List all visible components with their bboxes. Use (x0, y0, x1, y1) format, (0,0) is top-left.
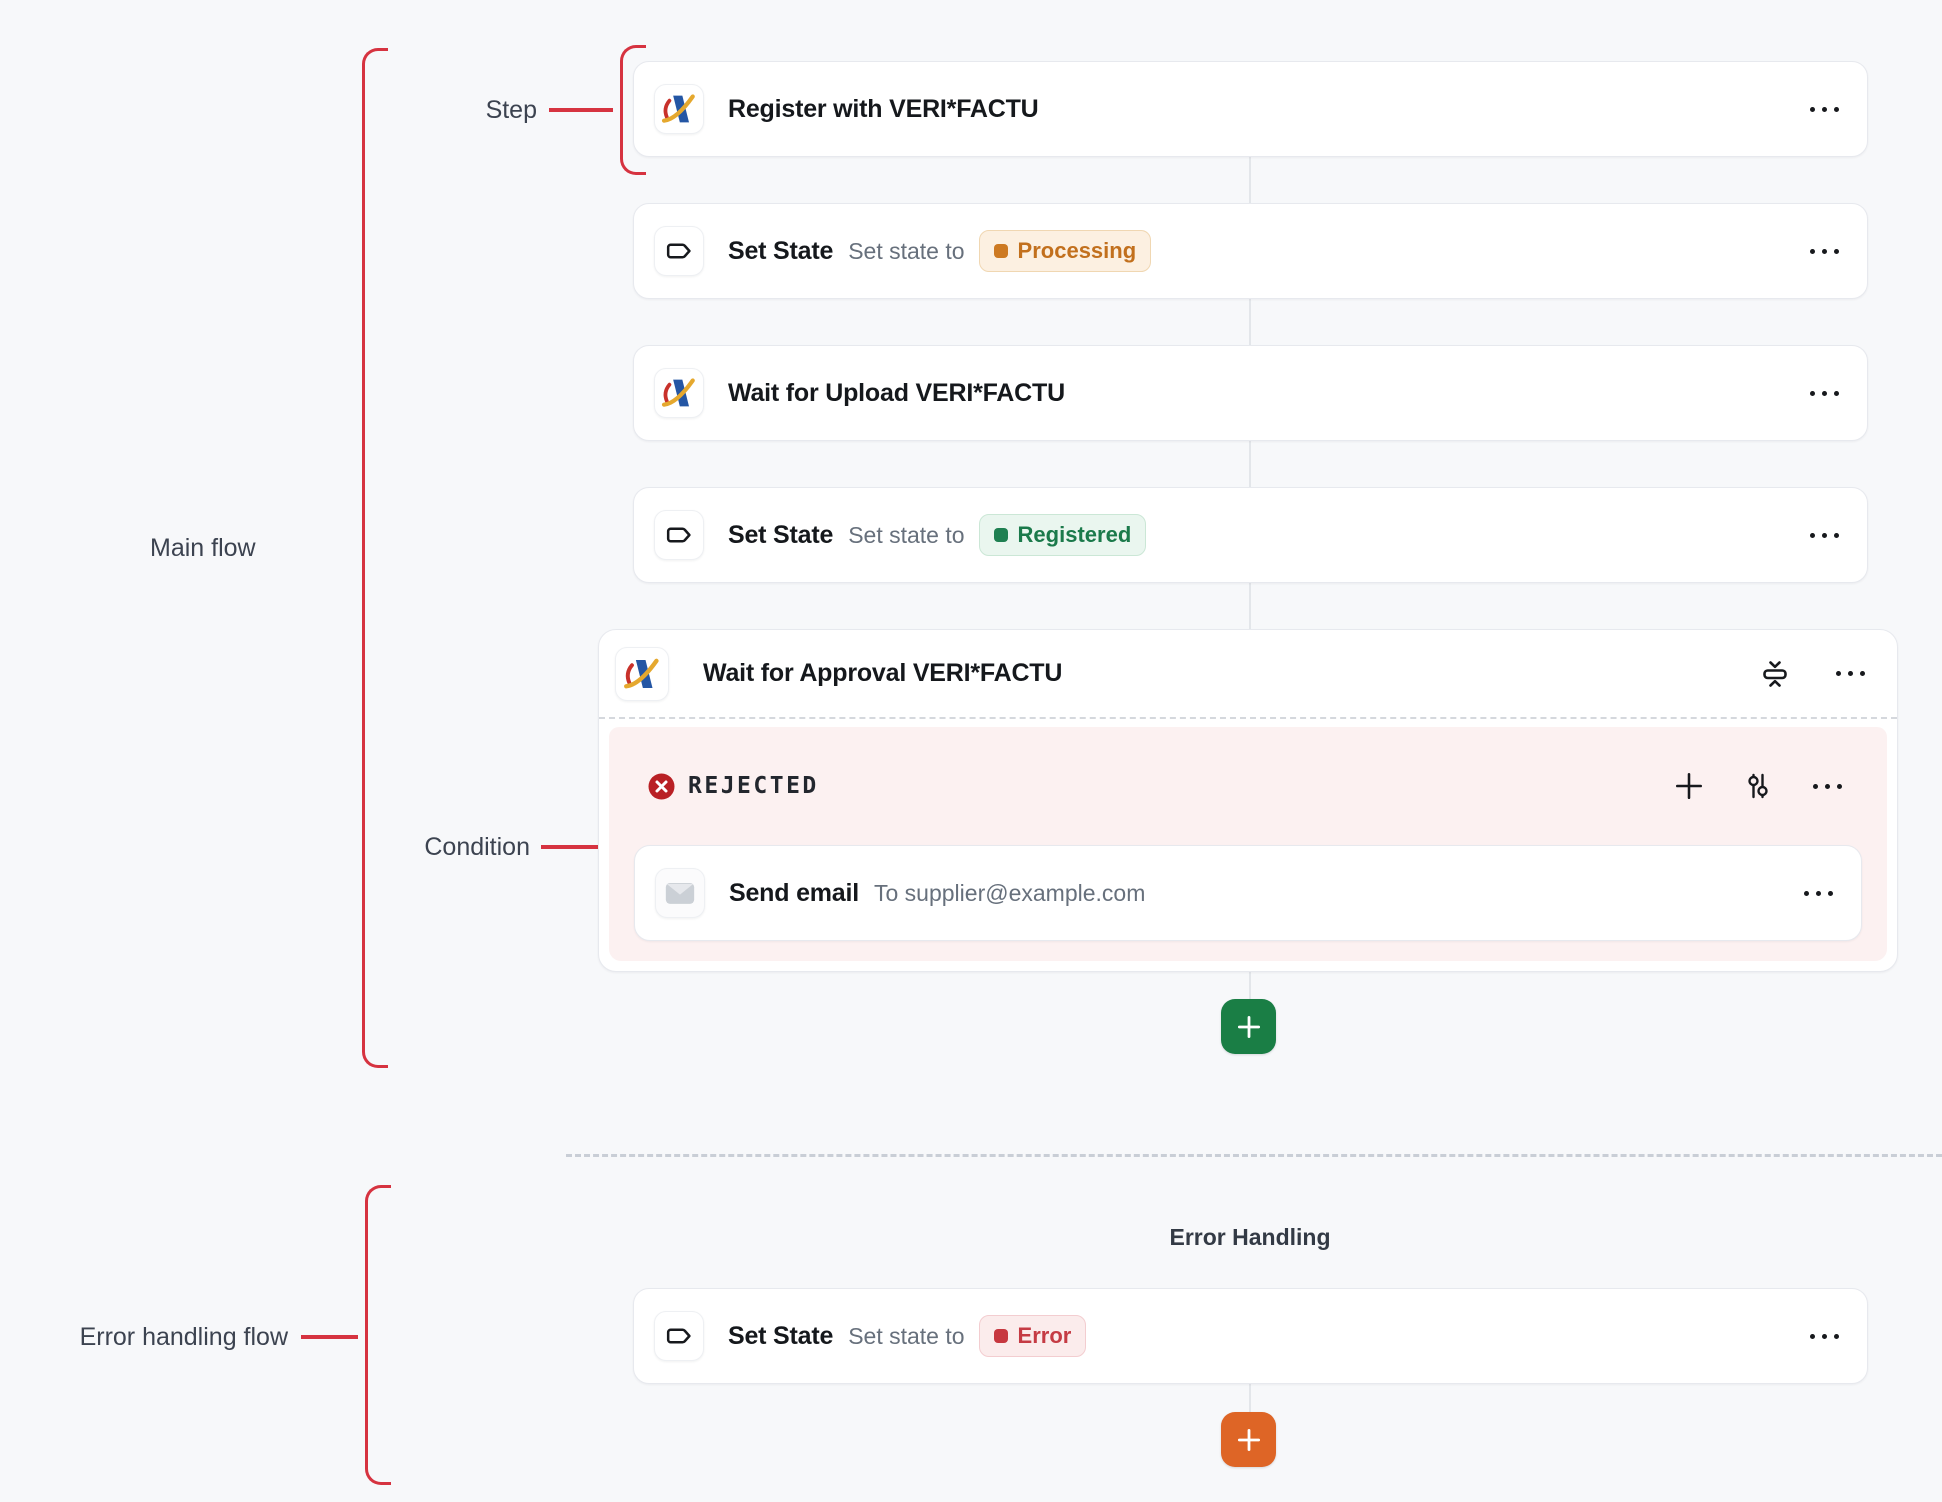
step-title: Wait for Approval VERI*FACTU (703, 659, 1063, 687)
more-options-icon[interactable] (1808, 385, 1841, 402)
step-card-send-email[interactable]: Send email To supplier@example.com (634, 845, 1862, 941)
connector-line (1249, 441, 1251, 487)
condition-header: REJECTED (609, 727, 1887, 845)
step-card-wait-upload[interactable]: Wait for Upload VERI*FACTU (633, 345, 1868, 441)
step-label: Step (485, 96, 537, 124)
step-card-set-state-registered[interactable]: Set State Set state to Registered (633, 487, 1868, 583)
error-annotation-line (301, 1335, 358, 1339)
condition-annotation-line (541, 845, 598, 849)
error-flow-bracket (365, 1185, 391, 1485)
status-badge-processing: Processing (978, 230, 1152, 272)
more-options-icon[interactable] (1834, 665, 1867, 682)
more-options-icon[interactable] (1808, 101, 1841, 118)
step-title: Set State (728, 1321, 834, 1350)
state-tag-icon (654, 510, 704, 560)
state-tag-icon (654, 1311, 704, 1361)
step-group-wait-approval[interactable]: Wait for Approval VERI*FACTU (598, 629, 1898, 972)
step-card-set-state-error[interactable]: Set State Set state to Error (633, 1288, 1868, 1384)
collapse-icon[interactable] (1760, 659, 1790, 689)
connector-line (1249, 299, 1251, 345)
error-flow-label: Error handling flow (79, 1323, 288, 1351)
badge-dot-icon (993, 244, 1008, 258)
add-condition-step-icon[interactable] (1673, 770, 1705, 802)
step-card-register[interactable]: Register with VERI*FACTU (633, 61, 1868, 157)
main-flow-label: Main flow (150, 534, 256, 562)
connector-line (1249, 583, 1251, 629)
more-options-icon[interactable] (1802, 885, 1835, 902)
badge-label: Processing (1017, 238, 1137, 263)
step-bracket (620, 45, 646, 175)
aeat-logo-icon (654, 368, 704, 418)
badge-label: Error (1017, 1323, 1072, 1348)
plus-icon (1234, 1425, 1264, 1455)
badge-dot-icon (993, 528, 1008, 542)
step-title: Register with VERI*FACTU (728, 94, 1039, 123)
connector-line (1249, 157, 1251, 203)
step-subtitle: Set state to (848, 1322, 965, 1349)
condition-label: Condition (424, 833, 530, 861)
connector-line (1249, 1384, 1251, 1412)
aeat-logo-icon (615, 646, 669, 701)
step-annotation-line (549, 108, 613, 112)
step-title: Set State (728, 236, 834, 265)
aeat-logo-icon (654, 84, 704, 134)
group-divider (599, 717, 1897, 719)
badge-label: Registered (1017, 522, 1132, 547)
condition-settings-sliders-icon[interactable] (1743, 771, 1773, 801)
status-badge-error: Error (978, 1315, 1087, 1357)
plus-icon (1234, 1012, 1264, 1042)
step-title: Set State (728, 520, 834, 549)
condition-panel-rejected: REJECTED (609, 727, 1887, 961)
step-card-set-state-processing[interactable]: Set State Set state to Processing (633, 203, 1868, 299)
error-section-divider (566, 1154, 1942, 1157)
more-options-icon[interactable] (1808, 1328, 1841, 1345)
rejected-x-icon (648, 773, 675, 800)
add-step-button[interactable] (1221, 999, 1276, 1054)
status-badge-registered: Registered (978, 514, 1147, 556)
connector-line (1249, 972, 1251, 999)
badge-dot-icon (993, 1329, 1008, 1343)
step-subtitle: Set state to (848, 521, 965, 548)
add-error-step-button[interactable] (1221, 1412, 1276, 1467)
main-flow-bracket (362, 48, 388, 1068)
step-title: Send email (729, 878, 859, 907)
step-subtitle: To supplier@example.com (874, 879, 1146, 906)
step-subtitle: Set state to (848, 237, 965, 264)
condition-branch-label: REJECTED (688, 773, 819, 799)
more-options-icon[interactable] (1808, 243, 1841, 260)
state-tag-icon (654, 226, 704, 276)
email-envelope-icon (655, 868, 705, 918)
more-options-icon[interactable] (1811, 778, 1844, 795)
error-section-heading: Error Handling (1169, 1224, 1331, 1250)
step-title: Wait for Upload VERI*FACTU (728, 378, 1065, 407)
group-header: Wait for Approval VERI*FACTU (599, 630, 1897, 717)
more-options-icon[interactable] (1808, 527, 1841, 544)
